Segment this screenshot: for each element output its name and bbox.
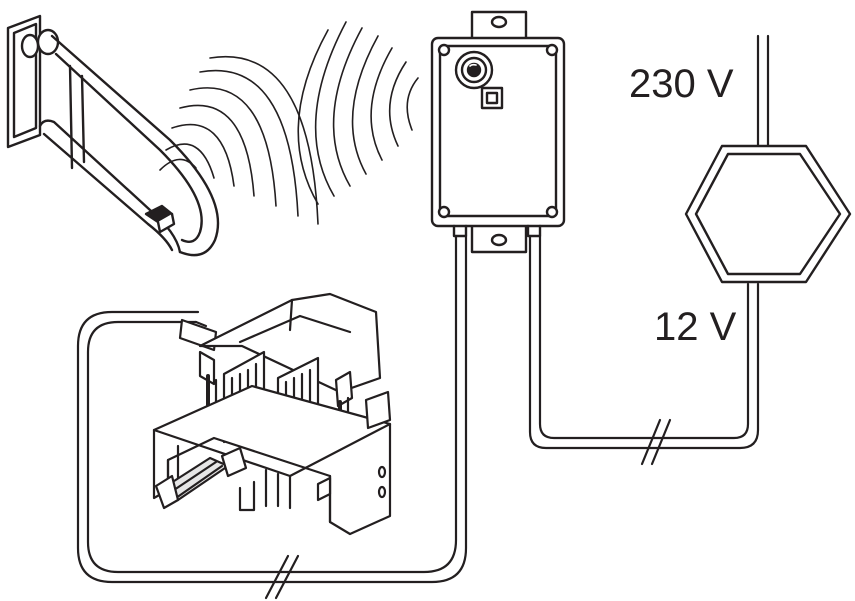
transformer — [684, 144, 852, 284]
solenoid-valve — [152, 292, 392, 536]
voltage-label-230v: 230 V — [629, 62, 734, 106]
valve-cable — [76, 234, 468, 600]
radio-waves — [159, 21, 419, 225]
control-box — [430, 10, 566, 254]
grab-bar — [6, 14, 220, 257]
power-cable — [528, 34, 770, 466]
voltage-label-12v: 12 V — [654, 305, 737, 349]
